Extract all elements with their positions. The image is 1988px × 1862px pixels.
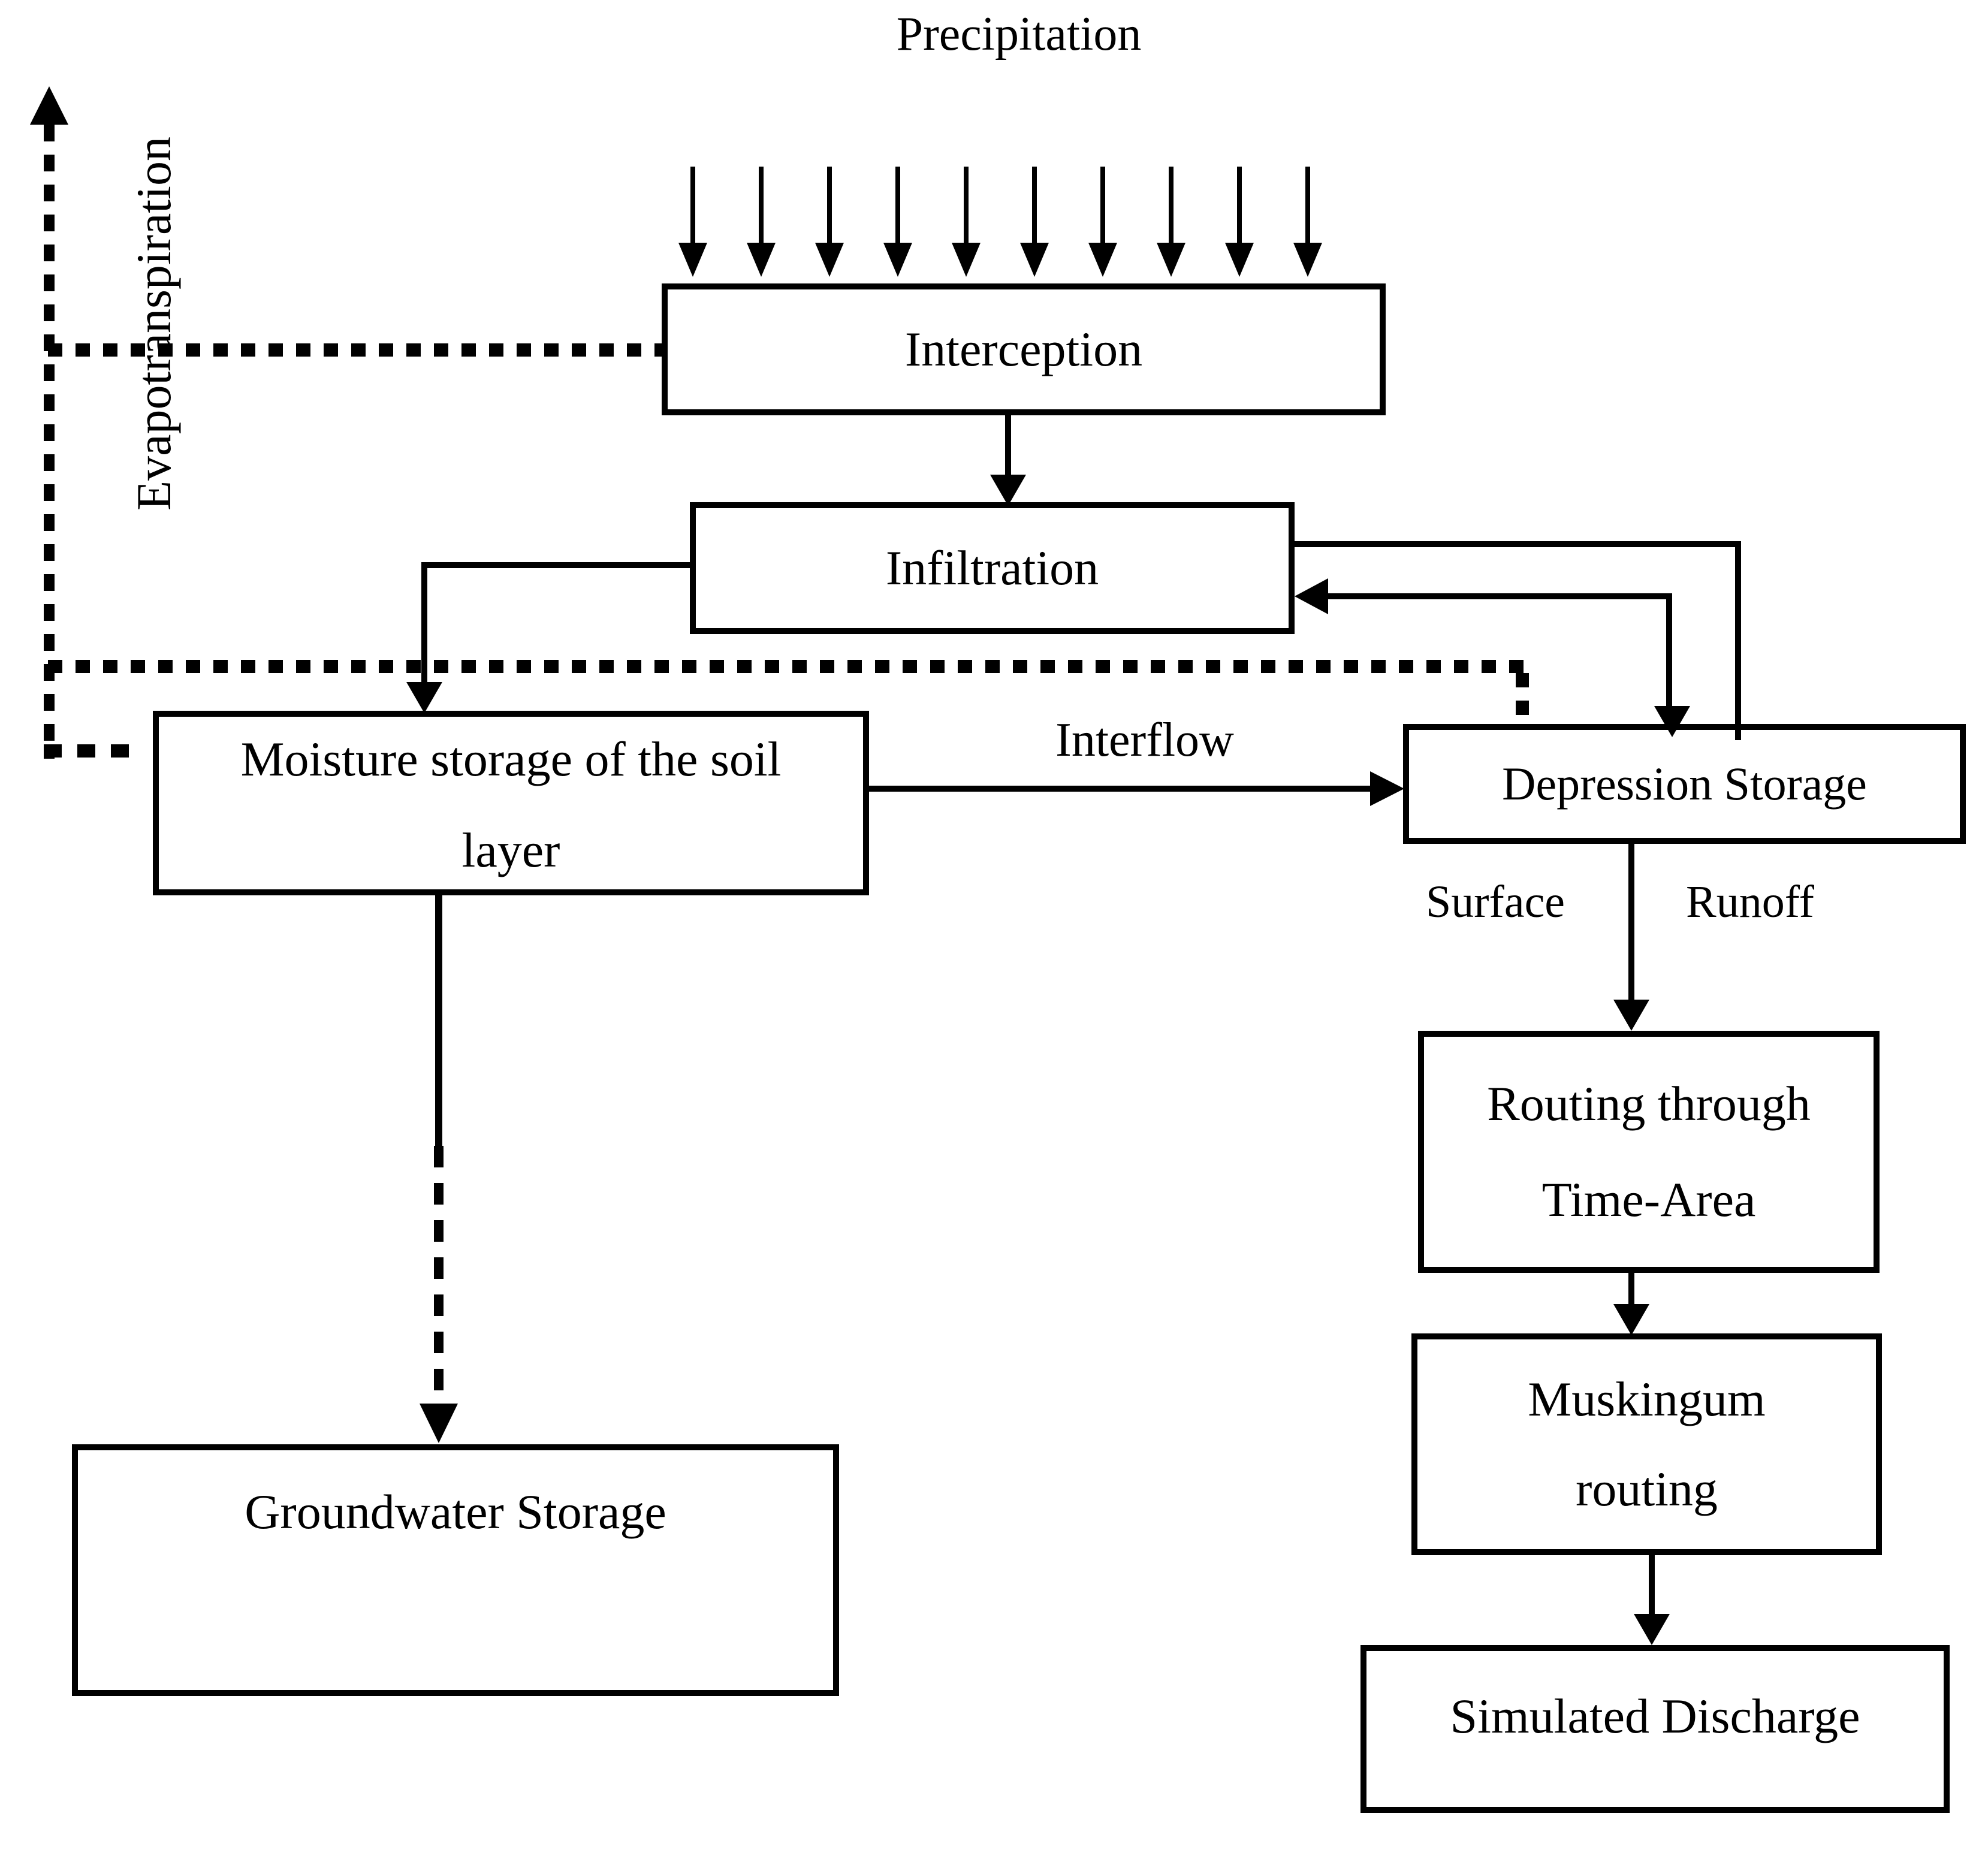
node-moisture-storage-line2: layer bbox=[461, 823, 560, 877]
evapotranspiration-branch-depression bbox=[48, 660, 1529, 673]
connector-moisture-groundwater-dashed bbox=[434, 1146, 444, 1402]
node-infiltration-label: Infiltration bbox=[885, 540, 1099, 595]
connector-moisture-depression bbox=[869, 786, 1372, 792]
node-depression-storage-label: Depression Storage bbox=[1502, 758, 1867, 810]
node-muskingum-line1: Muskingum bbox=[1528, 1372, 1766, 1426]
connector-infiltration-moisture-h bbox=[424, 562, 690, 568]
node-routing-line2: Time-Area bbox=[1541, 1172, 1756, 1227]
node-simulated-discharge: Simulated Discharge bbox=[1360, 1645, 1950, 1813]
interflow-arrowhead-icon bbox=[1370, 771, 1404, 806]
connector-infiltration-depression-v bbox=[1735, 541, 1741, 740]
evapotranspiration-branch-depression-drop bbox=[1516, 673, 1529, 726]
node-routing-time-area: Routing through Time-Area bbox=[1418, 1031, 1880, 1273]
connector-depression-routing bbox=[1628, 844, 1634, 1001]
rain-arrow bbox=[747, 167, 776, 277]
evapotranspiration-label: Evapotranspiration bbox=[126, 137, 181, 511]
connector-routing-muskingum bbox=[1628, 1273, 1634, 1308]
routing-muskingum-arrowhead-icon bbox=[1613, 1304, 1649, 1335]
node-depression-storage: Depression Storage bbox=[1403, 724, 1966, 844]
connector-depression-infiltration-v bbox=[1666, 593, 1672, 706]
evapotranspiration-dashed-line bbox=[44, 125, 55, 759]
node-muskingum-routing: Muskingum routing bbox=[1411, 1333, 1882, 1555]
rain-arrow bbox=[883, 167, 912, 277]
node-infiltration: Infiltration bbox=[690, 502, 1295, 634]
connector-moisture-groundwater-solid bbox=[435, 895, 442, 1146]
runoff-label: Runoff bbox=[1686, 877, 1814, 927]
connector-depression-infiltration-h bbox=[1327, 593, 1672, 599]
evapotranspiration-branch-moisture bbox=[44, 744, 137, 758]
rain-arrow bbox=[1225, 167, 1254, 277]
connector-interception-infiltration bbox=[1005, 415, 1011, 476]
node-simulated-discharge-label: Simulated Discharge bbox=[1450, 1689, 1860, 1743]
connector-infiltration-depression-h bbox=[1295, 541, 1741, 547]
node-moisture-storage: Moisture storage of the soil layer bbox=[153, 711, 869, 895]
node-muskingum-line2: routing bbox=[1576, 1462, 1718, 1516]
groundwater-arrowhead-icon bbox=[420, 1404, 458, 1443]
rain-arrow bbox=[678, 167, 707, 277]
depression-top-arrowhead-icon bbox=[1654, 706, 1690, 737]
node-groundwater-storage-label: Groundwater Storage bbox=[245, 1484, 666, 1539]
surface-label: Surface bbox=[1425, 877, 1565, 927]
precipitation-label: Precipitation bbox=[896, 8, 1142, 61]
infiltration-moisture-arrowhead-icon bbox=[406, 682, 442, 713]
evapotranspiration-arrowhead-icon bbox=[30, 86, 68, 125]
connector-infiltration-moisture-v bbox=[421, 562, 427, 683]
node-moisture-storage-line1: Moisture storage of the soil bbox=[240, 732, 782, 786]
rain-arrow bbox=[1020, 167, 1049, 277]
rain-arrow bbox=[1157, 167, 1185, 277]
interception-infiltration-arrowhead-icon bbox=[990, 475, 1026, 506]
node-routing-line1: Routing through bbox=[1487, 1076, 1811, 1131]
depression-infiltration-arrowhead-icon bbox=[1295, 578, 1328, 614]
node-groundwater-storage: Groundwater Storage bbox=[72, 1444, 839, 1696]
node-interception-label: Interception bbox=[904, 321, 1143, 376]
connector-muskingum-simulated bbox=[1649, 1555, 1655, 1616]
rain-arrow bbox=[1293, 167, 1322, 277]
evapotranspiration-branch-interception bbox=[48, 343, 665, 357]
surface-runoff-arrowhead-icon bbox=[1613, 1000, 1649, 1031]
rain-arrow bbox=[815, 167, 844, 277]
interflow-label: Interflow bbox=[1055, 714, 1234, 766]
node-interception: Interception bbox=[662, 283, 1386, 415]
rain-arrow bbox=[952, 167, 981, 277]
rain-arrow bbox=[1088, 167, 1117, 277]
muskingum-simulated-arrowhead-icon bbox=[1634, 1614, 1670, 1645]
